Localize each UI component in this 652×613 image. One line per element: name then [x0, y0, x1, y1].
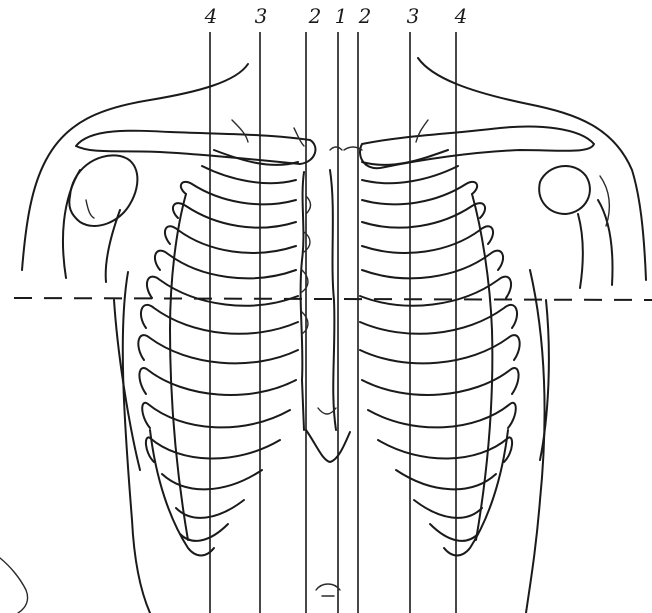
right-ribs: [360, 150, 520, 556]
shoulder-joints: [69, 155, 609, 226]
left-clavicle: [76, 131, 315, 164]
sternum: [301, 170, 350, 596]
right-clavicle: [360, 127, 594, 169]
left-ribs: [138, 150, 298, 556]
lower-left-arm-outline: [0, 558, 28, 613]
vertical-reference-lines: [210, 32, 456, 613]
